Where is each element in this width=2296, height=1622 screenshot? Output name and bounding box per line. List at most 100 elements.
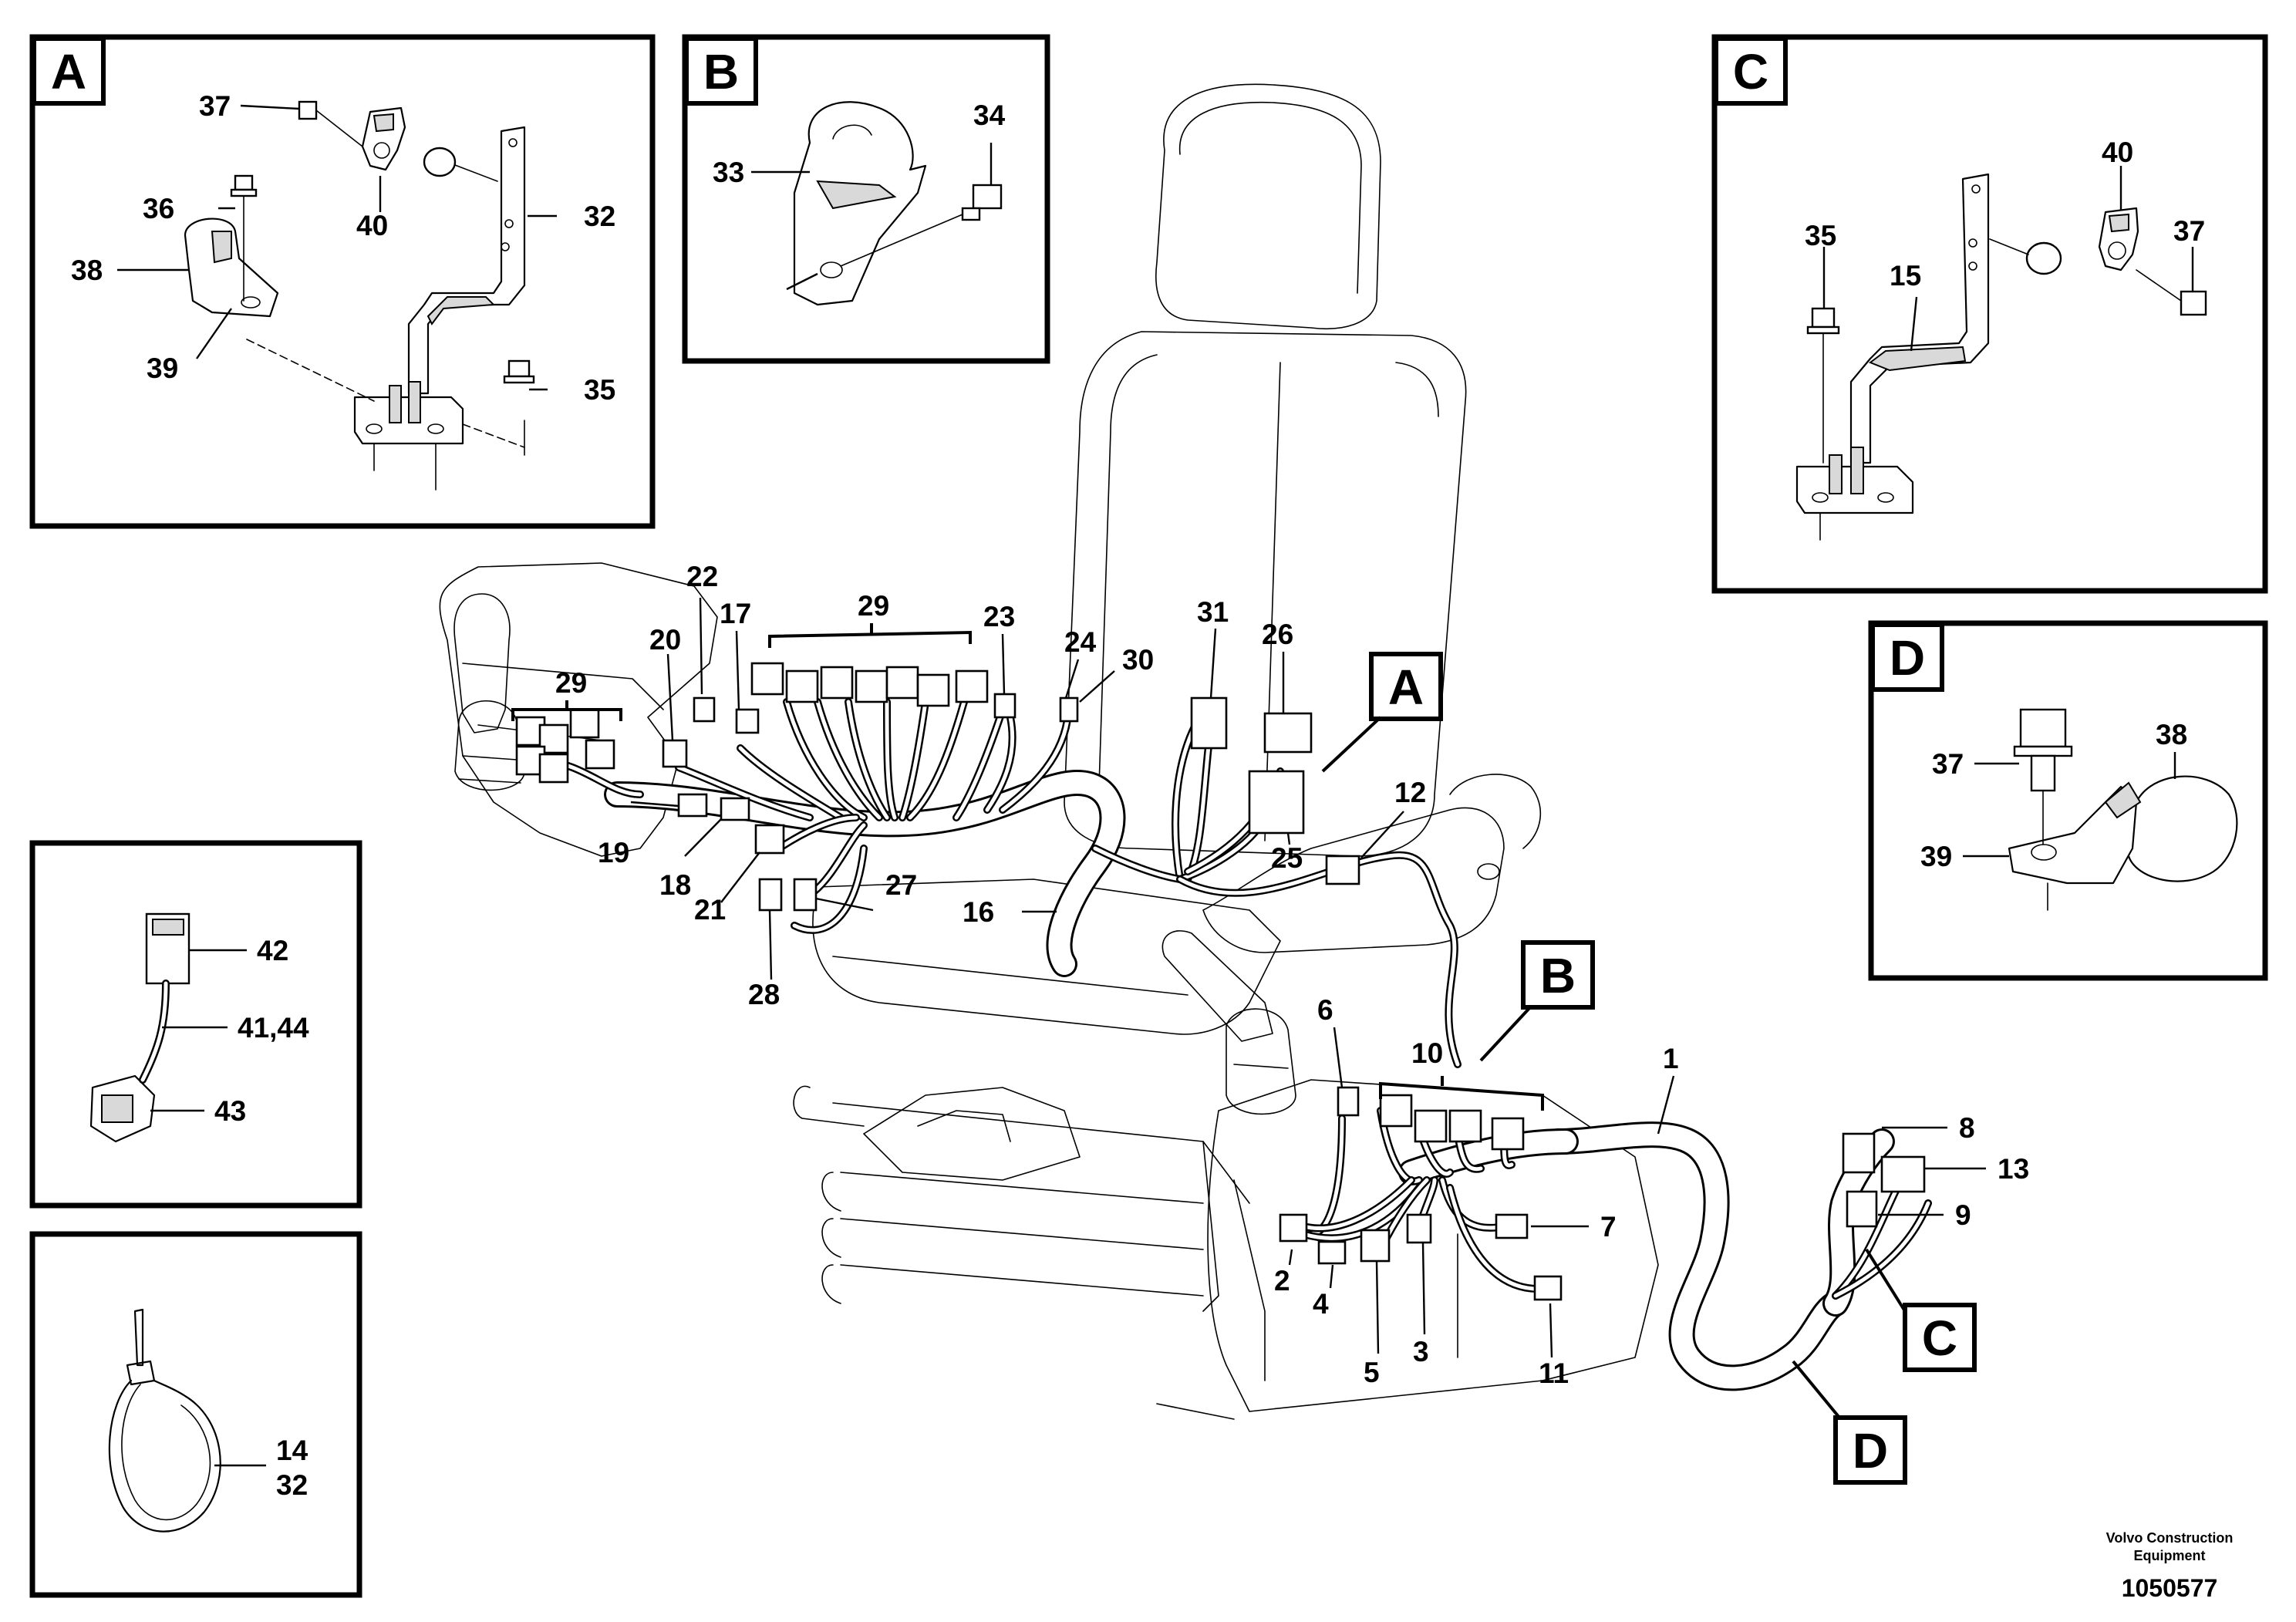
label: 39 — [147, 352, 178, 384]
label: 11 — [1539, 1357, 1569, 1389]
panel-b-tag-box — [684, 36, 758, 106]
label: 14 — [276, 1435, 308, 1466]
panel-a-frame — [29, 34, 656, 529]
label: 42 — [257, 935, 288, 966]
label: 29 — [858, 590, 889, 622]
label: 37 — [1932, 748, 1964, 780]
label: 38 — [71, 255, 103, 286]
label: 13 — [1998, 1153, 2029, 1185]
label: 10 — [1411, 1037, 1443, 1069]
label: 8 — [1959, 1112, 1975, 1144]
label: 16 — [963, 896, 994, 928]
label: 37 — [199, 90, 231, 122]
panel-a-tag: A — [51, 44, 86, 99]
label: 33 — [713, 157, 744, 188]
label: 6 — [1317, 994, 1333, 1026]
label: 32 — [584, 201, 615, 232]
panel-a-tag-box — [32, 36, 106, 106]
detail-panel-b: B 33 34 — [682, 34, 1050, 364]
label: 29 — [555, 667, 587, 699]
connector-drawing — [89, 912, 190, 1143]
label: 30 — [1122, 644, 1154, 676]
detail-panel-connector: 42 41,44 43 — [29, 840, 362, 1209]
label: 40 — [356, 210, 388, 241]
label: 26 — [1262, 619, 1293, 650]
part-number: 1050577 — [2122, 1574, 2218, 1602]
bracket-15-drawing — [1795, 173, 1990, 541]
panel-b-tag: B — [703, 44, 739, 99]
clip-40-c-drawing — [1989, 207, 2207, 316]
detail-panel-cable-tie: 14 32 — [29, 1231, 362, 1598]
screw-34-drawing — [840, 184, 1003, 267]
callout-d: D — [1792, 1360, 1907, 1485]
clamp-d-drawing — [2008, 775, 2238, 911]
panel-f-frame — [29, 1231, 362, 1598]
bracket-drawing — [246, 126, 526, 491]
panel-c-frame — [1711, 34, 2268, 594]
clip-drawing — [298, 100, 498, 182]
panel-d-tag: D — [1890, 630, 1925, 686]
label: 39 — [1920, 841, 1952, 872]
label: 43 — [214, 1095, 246, 1127]
label: 2 — [1274, 1265, 1290, 1297]
label: 5 — [1364, 1357, 1380, 1388]
label: 28 — [748, 979, 780, 1010]
callout-c-text: C — [1922, 1310, 1957, 1366]
label: 32 — [276, 1469, 308, 1501]
bolt-35-drawing — [503, 359, 535, 384]
label: 9 — [1955, 1199, 1971, 1231]
label: 22 — [686, 561, 718, 592]
connectors-lower — [1279, 1086, 1926, 1301]
credit-line-2: Equipment — [2134, 1548, 2206, 1563]
label: 19 — [598, 837, 629, 868]
detail-panel-c: C 35 15 40 — [1711, 34, 2268, 594]
panel-c-tag-box — [1714, 36, 1788, 106]
label: 34 — [973, 99, 1006, 131]
clamp-33-drawing — [793, 101, 927, 306]
label: 20 — [649, 624, 681, 656]
main-labels: 29 22 20 17 29 23 24 30 31 26 19 18 21 2… — [555, 561, 2029, 1389]
label: 37 — [2173, 215, 2205, 247]
cable-tie-drawing — [108, 1308, 221, 1533]
bolt-35-c-drawing — [1806, 307, 1840, 464]
label: 41,44 — [238, 1012, 309, 1044]
callout-c: C — [1865, 1248, 1977, 1372]
bolt-37-d-drawing — [2013, 708, 2073, 845]
label: 1 — [1663, 1043, 1679, 1074]
label: 24 — [1064, 626, 1097, 658]
panel-d-tag-box — [1870, 622, 1944, 692]
clamp-drawing — [184, 218, 279, 318]
label: 15 — [1890, 260, 1921, 292]
callout-b-text: B — [1540, 948, 1576, 1003]
bolt-36-drawing — [230, 174, 258, 302]
panel-d-frame — [1868, 620, 2268, 981]
panel-b-frame — [682, 34, 1050, 364]
label: 25 — [1271, 842, 1303, 874]
leader-lines — [630, 597, 1986, 1358]
label: 31 — [1197, 596, 1229, 628]
callout-a: A — [1321, 652, 1443, 773]
callout-d-text: D — [1853, 1423, 1888, 1479]
footer: Volvo Construction Equipment 1050577 — [2106, 1530, 2234, 1602]
label: 35 — [584, 374, 615, 406]
detail-panel-a: A — [29, 34, 656, 529]
label: 38 — [2156, 719, 2187, 750]
label: 23 — [983, 601, 1015, 632]
callout-a-text: A — [1388, 659, 1424, 715]
panel-c-tag: C — [1733, 44, 1768, 99]
label: 7 — [1600, 1211, 1617, 1243]
label: 4 — [1313, 1288, 1329, 1320]
credit-line-1: Volvo Construction — [2106, 1530, 2234, 1546]
label: 17 — [720, 598, 751, 629]
connectors-upper — [515, 662, 1360, 912]
callout-b: B — [1479, 940, 1595, 1062]
detail-panel-d: D 37 38 39 — [1868, 620, 2268, 981]
label: 36 — [143, 193, 174, 224]
label: 12 — [1394, 777, 1426, 808]
panel-e-frame — [29, 840, 362, 1209]
label: 35 — [1805, 220, 1836, 251]
label: 21 — [694, 894, 726, 926]
label: 40 — [2102, 137, 2133, 168]
label: 27 — [885, 869, 917, 901]
